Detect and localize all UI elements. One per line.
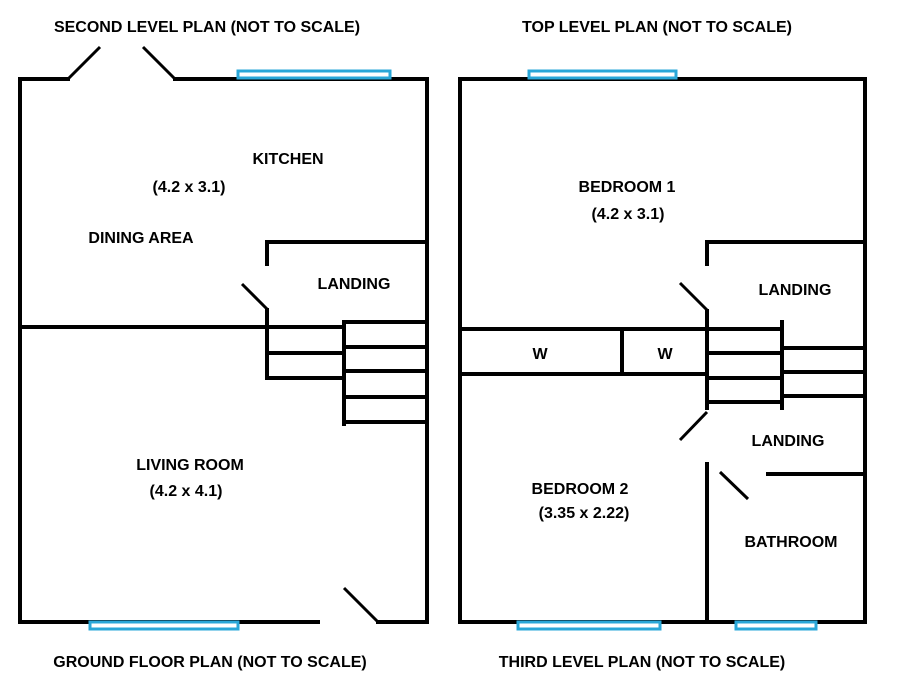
- living-room-door: [342, 586, 380, 624]
- title-second-level-plan: SECOND LEVEL PLAN (NOT TO SCALE): [54, 19, 360, 36]
- right-staircase: [705, 346, 867, 404]
- title-third-level-plan: THIRD LEVEL PLAN (NOT TO SCALE): [499, 654, 786, 671]
- bedroom1-window: [527, 69, 678, 80]
- lower-landing-label: LANDING: [752, 433, 825, 450]
- kitchen-window: [236, 69, 392, 80]
- bedroom2-door: [678, 410, 709, 442]
- bedroom1-door: [678, 281, 710, 313]
- bedroom1-label: BEDROOM 1: [579, 179, 676, 196]
- living-room-window: [88, 620, 240, 631]
- landing-door: [240, 282, 270, 312]
- dining-area-label: DINING AREA: [88, 230, 194, 247]
- title-ground-floor-plan: GROUND FLOOR PLAN (NOT TO SCALE): [53, 654, 366, 671]
- bedroom2-size-label: (3.35 x 2.22): [539, 505, 630, 522]
- upper-landing-label: LANDING: [759, 282, 832, 299]
- entrance-door-left-leaf: [66, 45, 102, 81]
- right-plan: BEDROOM 1 (4.2 x 3.1) LANDING W W LANDIN…: [458, 69, 867, 631]
- bathroom-label: BATHROOM: [744, 534, 837, 551]
- bedroom2-window: [516, 620, 662, 631]
- left-landing-label: LANDING: [318, 276, 391, 293]
- bathroom-window: [734, 620, 818, 631]
- bathroom-door: [718, 470, 750, 501]
- kitchen-size-label: (4.2 x 3.1): [153, 179, 226, 196]
- wardrobe-label: W: [657, 346, 673, 363]
- left-staircase: [265, 308, 429, 426]
- wardrobe-label: W: [532, 346, 548, 363]
- living-room-label: LIVING ROOM: [136, 457, 244, 474]
- living-room-size-label: (4.2 x 4.1): [150, 483, 223, 500]
- entrance-door-right-leaf: [141, 45, 177, 81]
- title-top-level-plan: TOP LEVEL PLAN (NOT TO SCALE): [522, 19, 792, 36]
- bedroom1-size-label: (4.2 x 3.1): [592, 206, 665, 223]
- kitchen-label: KITCHEN: [252, 151, 323, 168]
- left-plan: KITCHEN (4.2 x 3.1) DINING AREA LANDING …: [18, 45, 429, 631]
- bedroom2-label: BEDROOM 2: [532, 481, 629, 498]
